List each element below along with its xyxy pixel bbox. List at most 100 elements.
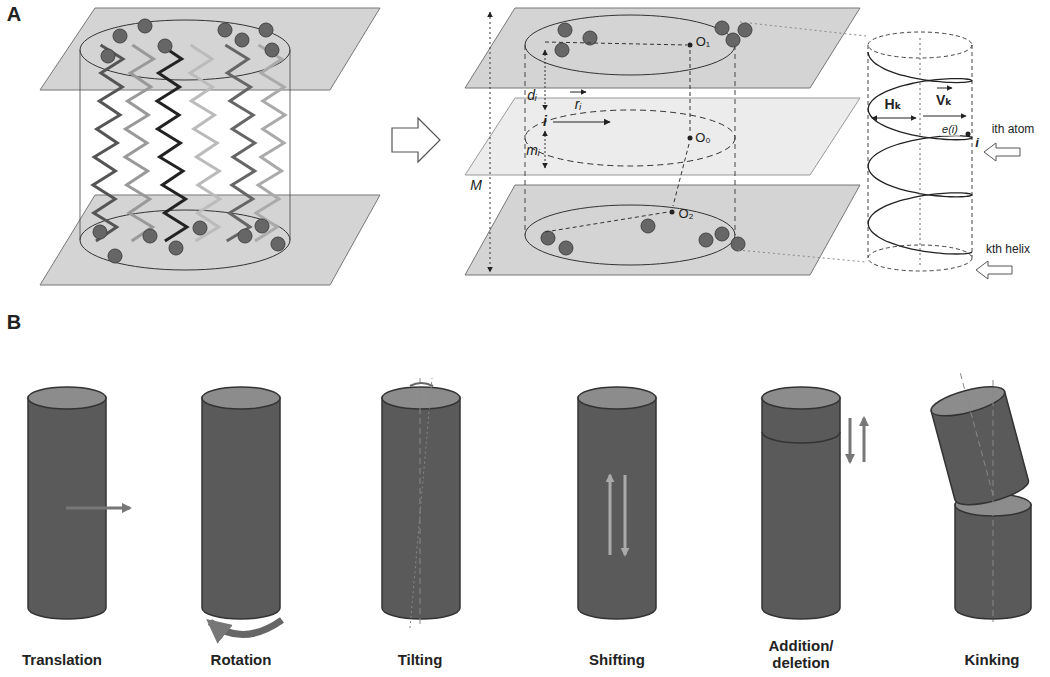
middle-plane [465, 98, 860, 175]
atom-sphere [169, 241, 183, 255]
vector-bar [937, 88, 952, 89]
center-point [688, 43, 693, 48]
atom-sphere [108, 249, 122, 263]
guide-line [740, 22, 866, 36]
panel-letter: A [7, 3, 21, 26]
motion-arrow [849, 418, 852, 462]
atom-sphere [218, 23, 232, 37]
membrane-plane [40, 8, 380, 90]
helix-cylinder [578, 387, 656, 619]
cylinder-top [382, 387, 460, 409]
atom-sphere [738, 23, 752, 37]
thickness-label: M [470, 177, 482, 193]
atom-sphere [271, 237, 285, 251]
membrane-plane [40, 195, 380, 285]
motion-label: Kinking [965, 651, 1020, 668]
atom-sphere [113, 29, 127, 43]
thickness-arrow [490, 12, 491, 272]
center-label: O₀ [695, 131, 711, 146]
radius-label: Hₖ [883, 96, 904, 112]
callout-text: ith atom [992, 123, 1035, 137]
motion-arrow [624, 475, 627, 555]
middle-outline [525, 110, 735, 166]
atom-sphere [731, 237, 745, 251]
motion-label: Tilting [398, 651, 443, 668]
helix-cylinder [762, 387, 840, 619]
atom-sphere [158, 39, 172, 53]
cylinder-side [80, 50, 81, 240]
axis-line [545, 42, 687, 45]
center-point [688, 136, 693, 141]
atom-sphere [715, 227, 729, 241]
pointer-arrow [976, 261, 1012, 279]
center-label: O₁ [696, 35, 711, 50]
atom-sphere [255, 219, 269, 233]
cylinder-body [202, 398, 280, 619]
atom-sphere [259, 23, 273, 37]
atom-sphere [235, 33, 249, 47]
helix-cylinder [202, 387, 280, 619]
axis-line [673, 144, 689, 206]
atom-sphere [715, 21, 729, 35]
atom-sphere [699, 233, 713, 247]
helix-strand [157, 45, 187, 241]
radius-arrow [872, 118, 916, 119]
atom-label: i [543, 113, 547, 129]
helix-strand [125, 45, 153, 241]
bundle-outline [525, 15, 735, 75]
atom-label: i [973, 136, 981, 151]
atom-sphere [559, 241, 573, 255]
helix-bundle [93, 45, 285, 241]
atom-sphere [93, 225, 107, 239]
helix-cylinder [28, 387, 106, 619]
helix-strand [255, 45, 285, 241]
membrane-plane [465, 8, 860, 88]
atom-sphere [143, 229, 157, 243]
cylinder-side [525, 45, 526, 235]
atom-sphere [265, 43, 279, 57]
cylinder-body [762, 398, 840, 619]
callout-text: kth helix [986, 243, 1030, 257]
motion-arrow [210, 620, 282, 635]
axis-line [993, 380, 994, 622]
cylinder-top [762, 387, 840, 409]
tilt-arc [410, 383, 433, 386]
atom-sphere [101, 49, 115, 63]
axis-line [960, 372, 993, 495]
membrane-plane [465, 185, 860, 275]
atom-sphere [641, 219, 655, 233]
atom-sphere [558, 23, 572, 37]
atom-sphere [238, 229, 252, 243]
atom-spheres [93, 19, 285, 263]
atom-sphere [541, 231, 555, 245]
cylinder-top [202, 387, 280, 409]
radius-label: rᵢ [575, 96, 581, 112]
atom-sphere [555, 43, 569, 57]
motion-arrow [863, 418, 866, 462]
cylinder-top [28, 387, 106, 409]
axis-line [420, 378, 421, 628]
transform-arrow [392, 118, 440, 162]
panel-letter: B [7, 311, 21, 334]
axis-line [410, 378, 432, 628]
distance-arrow [545, 50, 546, 110]
motion-arrow [66, 507, 130, 510]
center-point [670, 210, 675, 215]
helix-axis [920, 38, 921, 265]
bundle-outline [525, 205, 735, 265]
helix-strand [225, 45, 255, 241]
atom-sphere [193, 221, 207, 235]
helix-strand [93, 45, 123, 241]
vector-arrow [923, 116, 966, 117]
atom-sphere [726, 33, 740, 47]
motion-label: Addition/ deletion [759, 637, 843, 672]
axis-line [545, 212, 668, 232]
vector-bar [570, 92, 586, 93]
radius-arrow [553, 121, 610, 122]
motion-label: Rotation [211, 651, 272, 668]
vector-label: Vₖ [934, 92, 954, 108]
pointer-arrow [984, 143, 1020, 161]
cylinder-side [290, 50, 291, 240]
angle-label: e(i) [940, 123, 960, 136]
